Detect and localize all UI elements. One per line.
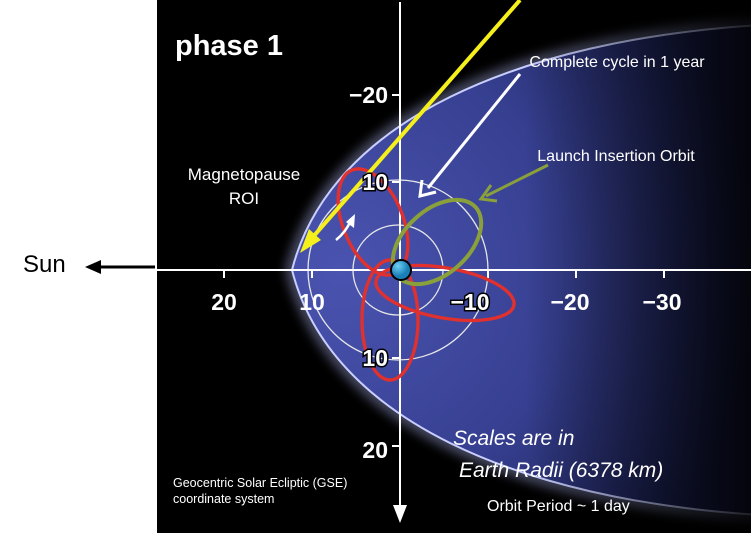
complete-cycle-arrowhead-icon [418, 179, 437, 198]
sun-arrow-icon [85, 260, 155, 274]
y-tick-label-top: −20 [349, 82, 388, 108]
launch-orbit-arrow [485, 163, 549, 198]
sun-label: Sun [23, 251, 66, 278]
gse-label-line2: coordinate system [173, 492, 274, 506]
magnetopause-curve-arrowhead-icon [346, 214, 355, 228]
y-axis-arrowhead-icon [393, 505, 407, 523]
y-tick-label-upper: 10 [362, 169, 388, 195]
annotations: Magnetopause ROI Complete cycle in 1 yea… [173, 54, 705, 515]
x-tick-label-minus30: −30 [642, 289, 681, 315]
y-tick-label-lower: 10 [362, 345, 388, 371]
magnetosphere-fade [157, 0, 751, 533]
red-orbit-lower [360, 258, 420, 382]
gse-label-line1: Geocentric Solar Ecliptic (GSE) [173, 476, 347, 490]
scales-label-line2: Earth Radii (6378 km) [459, 459, 663, 482]
launch-orbit-arrowhead-icon [478, 184, 498, 203]
x-tick-label-minus10: −10 [450, 289, 489, 315]
x-tick-label-minus20: −20 [550, 289, 589, 315]
orbit-period-label: Orbit Period ~ 1 day [487, 498, 630, 515]
axis-ticks [223, 94, 665, 447]
x-tick-label-20: 20 [211, 289, 237, 315]
yellow-pointer-arrow [310, 0, 522, 240]
complete-cycle-label: Complete cycle in 1 year [529, 54, 705, 71]
complete-cycle-arrow [426, 73, 522, 189]
y-tick-label-bottom: 20 [362, 437, 388, 463]
yellow-arrowhead-icon [300, 229, 321, 253]
x-tick-label-10: 10 [299, 289, 325, 315]
magnetopause-label-line1: Magnetopause [188, 165, 300, 184]
phase-title: phase 1 [175, 30, 283, 62]
scales-label-line1: Scales are in [453, 427, 574, 450]
earth-icon [390, 259, 412, 281]
orbit-diagram: phase 1 −20 10 10 20 20 10 −10 −20 −30 M… [157, 0, 751, 533]
red-orbit-right [374, 263, 516, 323]
magnetopause-label-line2: ROI [229, 189, 259, 208]
axis-tick-labels: −20 10 10 20 20 10 −10 −20 −30 [211, 82, 681, 463]
launch-orbit-label: Launch Insertion Orbit [537, 148, 695, 165]
